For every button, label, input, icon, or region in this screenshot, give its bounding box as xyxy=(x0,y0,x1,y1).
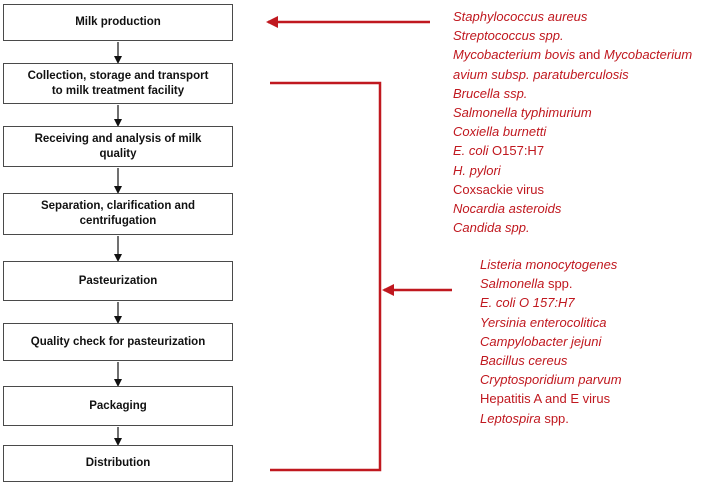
pathogen-text: E. coli xyxy=(453,143,489,159)
step-pasteurization: Pasteurization xyxy=(3,261,233,301)
pathogen-item: Yersinia enterocolitica xyxy=(480,313,622,332)
pathogen-text: O157:H7 xyxy=(488,143,545,159)
step-label: Milk production xyxy=(75,16,161,28)
step-label: Packaging xyxy=(89,399,147,412)
pathogen-text: Listeria monocytogenes xyxy=(480,257,618,272)
step-separation-clarification: Separation, clarification and centrifuga… xyxy=(3,193,233,235)
pathogen-text: and xyxy=(575,47,605,63)
pathogen-text: Streptococcus spp. xyxy=(453,28,564,44)
pathogen-text: Salmonella xyxy=(480,276,545,292)
step-packaging: Packaging xyxy=(3,386,233,426)
pathogen-item: Staphylococcus aureus xyxy=(453,7,692,26)
pathogen-text: Candida spp. xyxy=(453,220,530,236)
pathogen-text: Hepatitis A and E virus xyxy=(480,391,611,407)
step-label: Quality check for pasteurization xyxy=(30,335,206,348)
pathogen-item: Mycobacterium bovis and Mycobacterium xyxy=(453,45,692,64)
pathogen-item: Streptococcus spp. xyxy=(453,26,692,45)
pathogen-item: Coxiella burnetti xyxy=(453,122,692,141)
pathogen-text: avium subsp. paratuberculosis xyxy=(453,66,629,82)
pathogen-text: spp. xyxy=(544,276,573,292)
pathogen-item: Candida spp. xyxy=(453,218,692,237)
step-distribution: Distribution xyxy=(3,445,233,482)
pathogen-item: Brucella ssp. xyxy=(453,84,692,103)
pathogen-item: Salmonella typhimurium xyxy=(453,103,692,122)
pathogen-text: spp. xyxy=(540,410,569,426)
pathogen-item: Leptospira spp. xyxy=(480,409,622,428)
pathogen-text: Mycobacterium xyxy=(604,47,693,63)
pathogen-text: Bacillus cereus xyxy=(480,353,568,369)
pathogen-text: Yersinia enterocolitica xyxy=(480,314,607,330)
pathogen-text: Brucella ssp. xyxy=(453,85,528,101)
step-receiving-analysis: Receiving and analysis of milk quality xyxy=(3,126,233,167)
pathogen-item: E. coli O157:H7 xyxy=(453,141,692,160)
pathogen-item: avium subsp. paratuberculosis xyxy=(453,65,692,84)
post-processing-bracket xyxy=(270,81,382,472)
step-collection-storage-transport: Collection, storage and transport to mil… xyxy=(3,63,233,104)
pathogen-item: Campylobacter jejuni xyxy=(480,332,622,351)
pathogen-text: Coxiella burnetti xyxy=(453,124,547,140)
pathogen-text: Nocardia asteroids xyxy=(453,201,562,217)
step-milk-production: Milk production xyxy=(3,4,233,41)
pathogen-item: Salmonella spp. xyxy=(480,274,622,293)
pathogen-text: E. coli O 157:H7 xyxy=(480,295,575,311)
step-label: Pasteurization xyxy=(78,274,158,287)
pathogen-text: H. pylori xyxy=(453,162,501,178)
pathogen-text: Coxsackie virus xyxy=(453,181,545,197)
step-label: Distribution xyxy=(85,457,151,469)
pathogen-item: Listeria monocytogenes xyxy=(480,255,622,274)
step-quality-check: Quality check for pasteurization xyxy=(3,323,233,361)
pathogen-text: Campylobacter jejuni xyxy=(480,333,602,349)
pathogen-item: Cryptosporidium parvum xyxy=(480,370,622,389)
pathogen-text: Salmonella typhimurium xyxy=(453,105,592,121)
step-label: Separation, clarification and centrifuga… xyxy=(40,200,195,227)
step-label: Receiving and analysis of milk quality xyxy=(34,132,202,160)
pathogen-item: Bacillus cereus xyxy=(480,351,622,370)
pathogen-item: H. pylori xyxy=(453,161,692,180)
pathogen-text: Mycobacterium bovis xyxy=(453,47,576,63)
pathogen-item: Coxsackie virus xyxy=(453,180,692,199)
step-label: Collection, storage and transport to mil… xyxy=(27,69,209,97)
pathogen-text: Cryptosporidium parvum xyxy=(480,372,622,388)
pathogen-item: E. coli O 157:H7 xyxy=(480,293,622,312)
pathogen-item: Nocardia asteroids xyxy=(453,199,692,218)
pathogen-item: Hepatitis A and E virus xyxy=(480,389,622,408)
pathogen-text: Staphylococcus aureus xyxy=(453,9,588,24)
pathogen-text: Leptospira xyxy=(480,410,541,426)
